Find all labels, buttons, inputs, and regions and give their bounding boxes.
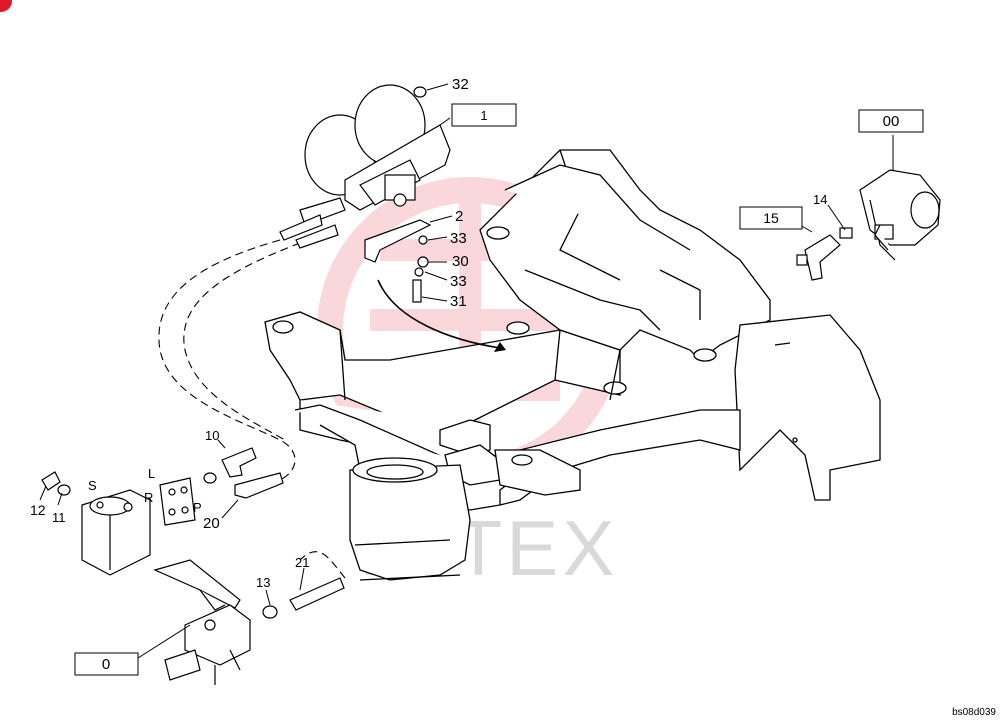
hand-pump-fittings — [262, 577, 345, 619]
hose-lines — [158, 239, 346, 579]
callout-box-0[interactable]: 0 — [74, 652, 139, 676]
callout-15-label: 15 — [763, 210, 779, 226]
hand-pump — [153, 559, 251, 685]
axle-frame — [264, 149, 881, 581]
callout-11[interactable]: 11 — [52, 510, 66, 525]
callout-21[interactable]: 21 — [295, 555, 309, 570]
callout-box-1[interactable]: 1 — [451, 103, 517, 127]
steering-pump — [859, 169, 941, 261]
callout-20[interactable]: 20 — [203, 515, 220, 532]
callout-0-label: 0 — [102, 656, 110, 673]
priority-valve — [81, 489, 151, 576]
callout-33-lower[interactable]: 33 — [450, 273, 467, 290]
callout-12[interactable]: 12 — [30, 502, 46, 518]
nut-32 — [413, 86, 427, 98]
callout-14[interactable]: 14 — [813, 192, 827, 207]
port-label-L: L — [148, 466, 155, 481]
bracket-assembly — [364, 219, 432, 303]
port-label-P: P — [193, 500, 202, 515]
callout-31[interactable]: 31 — [450, 293, 467, 310]
valve-fittings — [41, 471, 71, 496]
callout-box-15[interactable]: 15 — [739, 206, 803, 230]
callout-00-label: 00 — [883, 113, 900, 130]
port-label-R: R — [144, 490, 153, 505]
accumulator-valve-block — [279, 84, 451, 249]
port-label-S: S — [88, 478, 97, 493]
arrow-head — [494, 342, 506, 352]
callout-32[interactable]: 32 — [452, 76, 469, 93]
drawing-reference-code: bs08d039 — [952, 707, 996, 718]
callout-box-00[interactable]: 00 — [858, 109, 924, 133]
callout-2[interactable]: 2 — [455, 208, 463, 225]
tee-and-elbow-fittings — [203, 447, 284, 499]
callout-13[interactable]: 13 — [256, 575, 270, 590]
mount-direction-arrow — [377, 279, 501, 349]
callout-30[interactable]: 30 — [452, 253, 469, 270]
callout-33-upper[interactable]: 33 — [450, 230, 467, 247]
port-plate — [159, 477, 196, 526]
callout-10[interactable]: 10 — [205, 428, 219, 443]
callout-1-label: 1 — [480, 108, 487, 123]
pump-fittings — [796, 227, 853, 281]
